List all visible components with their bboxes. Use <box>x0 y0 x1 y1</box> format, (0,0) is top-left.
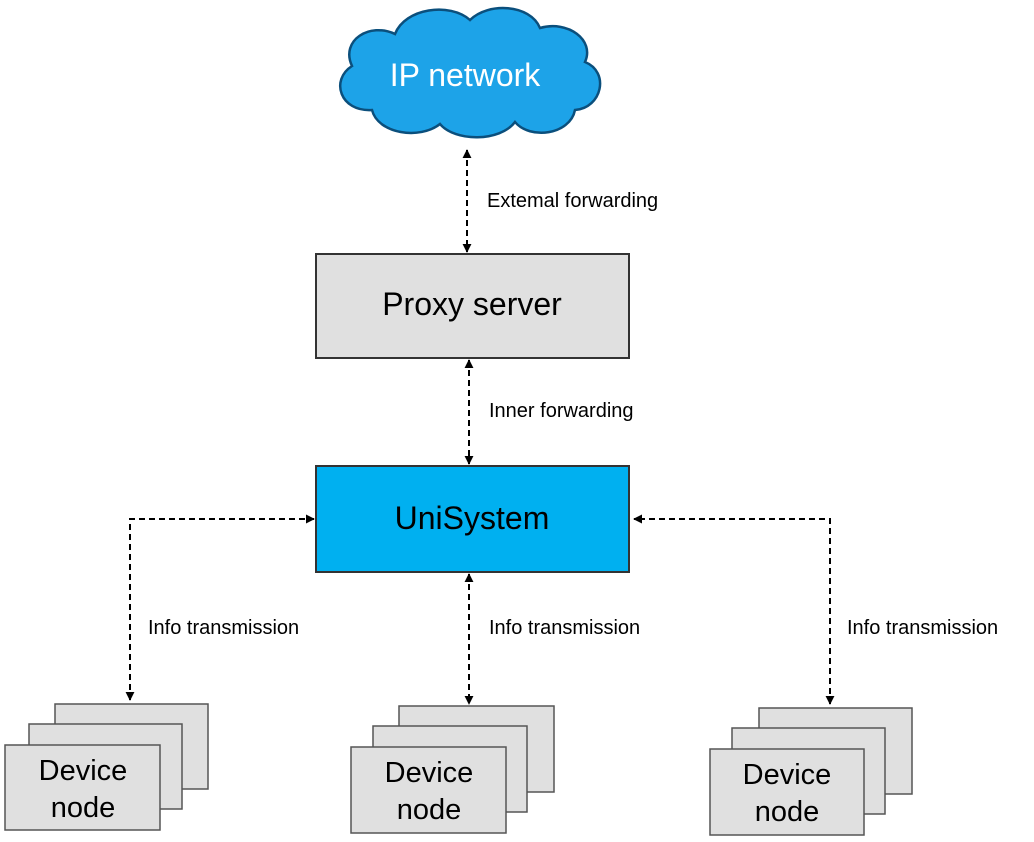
ip-network-cloud: IP network <box>339 6 602 139</box>
unisystem-box: UniSystem <box>315 465 630 573</box>
proxy-server-box: Proxy server <box>315 253 630 359</box>
info-transmission-center-label: Info transmission <box>489 617 640 639</box>
proxy-server-label: Proxy server <box>382 286 562 322</box>
info-transmission-left-label: Info transmission <box>148 617 299 639</box>
device-node-left-line2: node <box>51 792 116 824</box>
inner-forwarding-label: Inner forwarding <box>489 400 634 422</box>
external-forwarding-label: Extemal forwarding <box>487 190 658 212</box>
info-transmission-right-arrow <box>633 514 835 705</box>
unisystem-label: UniSystem <box>395 500 550 536</box>
device-node-center-line2: node <box>397 794 462 826</box>
cloud-shape <box>339 6 602 139</box>
device-node-right-line1: Device <box>743 759 832 791</box>
device-node-stack-right: Device node <box>709 707 913 836</box>
device-node-stack-center: Device node <box>350 705 555 834</box>
device-node-left-line1: Device <box>39 755 128 787</box>
device-node-right-line2: node <box>755 796 820 828</box>
device-node-stack-left: Device node <box>4 703 209 831</box>
cloud-label: IP network <box>390 57 542 93</box>
device-node-center-line1: Device <box>385 757 474 789</box>
info-transmission-right-label: Info transmission <box>847 617 998 639</box>
info-transmission-left-arrow <box>125 514 315 701</box>
